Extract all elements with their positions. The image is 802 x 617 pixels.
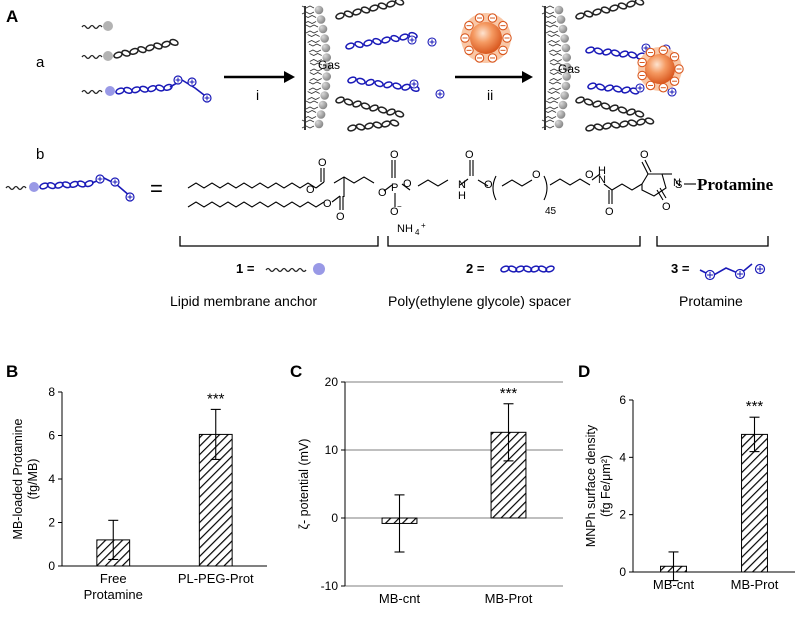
legend-key-1: 1 = [236, 261, 255, 276]
svg-text:N: N [598, 174, 606, 186]
svg-text:O: O [318, 157, 327, 169]
anchor-peg-molecule-icon [81, 38, 179, 61]
bar [741, 433, 768, 573]
legend-caption-2: Poly(ethylene glycole) spacer [388, 293, 571, 309]
y-tick-label: 10 [325, 443, 339, 457]
arrow-step-i-icon [224, 71, 295, 83]
svg-text:H: H [458, 190, 466, 202]
svg-text:O: O [306, 184, 315, 196]
gas-label-1: Gas [318, 58, 340, 72]
svg-text:O: O [378, 187, 387, 199]
panel-label-b-chart: B [6, 362, 18, 381]
panel-label-a: A [6, 7, 18, 26]
y-tick-label: 2 [48, 516, 55, 530]
anchor-molecule-icon [81, 21, 113, 31]
y-tick-label: 4 [48, 472, 55, 486]
category-label: Free [100, 571, 127, 586]
category-label: MB-Prot [485, 591, 533, 606]
equals-sign: = [150, 176, 163, 201]
lipid-anchor-icon [265, 267, 307, 273]
conjugate-molecule-icon [5, 174, 135, 202]
y-tick-label: 0 [331, 511, 338, 525]
legend-item-peg: 2 = Poly(ethylene glycole) spacer [388, 261, 571, 309]
chart-d: D 0 2 4 6MB-cnt *** MB-Prot MNPh surface densi… [578, 362, 795, 592]
y-axis-title: ζ- potential (mV) [297, 439, 311, 530]
svg-text:O: O [640, 149, 649, 161]
svg-text:O: O [662, 201, 671, 213]
y-tick-label: 8 [48, 385, 55, 399]
svg-text:O: O [390, 149, 399, 161]
legend-caption-3: Protamine [679, 293, 743, 309]
panel-label-d-chart: D [578, 362, 590, 381]
legend-key-3: 3 = [671, 261, 690, 276]
y-axis-title: MNPh surface density [584, 424, 598, 547]
magnetic-nanoparticle-icon [460, 13, 512, 63]
ammonium-charge: + [421, 221, 426, 230]
legend-caption-1: Lipid membrane anchor [170, 293, 317, 309]
panel-b: b = [5, 146, 774, 309]
svg-text:O: O [403, 178, 412, 190]
gas-label-2: Gas [558, 62, 580, 76]
sulfur-label: S [675, 179, 682, 191]
y-tick-label: 0 [619, 565, 626, 579]
y-tick-label: -10 [321, 579, 339, 593]
microbubble-shell-1: Gas [301, 0, 445, 132]
microbubble-shell-2: Gas [541, 0, 684, 132]
y-tick-label: 2 [619, 508, 626, 522]
svg-text:H: H [598, 165, 606, 177]
svg-text:O: O [585, 169, 594, 181]
legend-item-protamine: 3 = Protamine [671, 261, 766, 309]
step-ii-label: ii [487, 87, 493, 103]
category-label: PL-PEG-Prot [178, 571, 254, 586]
significance-label: *** [746, 398, 764, 415]
protamine-chem-label: Protamine [697, 175, 774, 194]
svg-text:O: O [336, 211, 345, 223]
significance-label: *** [500, 385, 518, 402]
svg-text:N: N [673, 177, 681, 189]
legend-brackets [179, 236, 769, 247]
protamine-icon [699, 263, 766, 281]
y-tick-label: 6 [48, 429, 55, 443]
svg-text:O: O [532, 169, 541, 181]
significance-label: *** [207, 390, 225, 407]
category-label: MB-cnt [379, 591, 421, 606]
y-tick-label: 0 [48, 559, 55, 573]
category-label: Protamine [84, 587, 143, 602]
anchor-head-icon [313, 263, 325, 275]
svg-text:P: P [391, 182, 398, 194]
y-axis-title: (fg Fe/μm²) [599, 455, 613, 517]
legend-key-2: 2 = [466, 261, 485, 276]
sub-label-a: a [36, 54, 45, 71]
panel-label-c-chart: C [290, 362, 302, 381]
anchor-peg-protamine-molecule-icon [81, 75, 212, 103]
y-tick-label: 20 [325, 375, 339, 389]
arrow-step-ii-icon [455, 71, 533, 83]
svg-text:O: O [605, 206, 614, 218]
chemical-structure-atom-labels: O O O O O O P O O − N H O O O O N H O O … [306, 149, 681, 223]
sub-label-b: b [36, 146, 44, 163]
ammonium-subscript: 4 [415, 228, 420, 237]
svg-text:N: N [458, 179, 466, 191]
peg-spacer-icon [500, 265, 555, 273]
svg-text:−: − [397, 202, 402, 211]
svg-text:O: O [484, 179, 493, 191]
y-axis-title: MB-loaded Protamine [11, 419, 25, 540]
y-tick-label: 4 [619, 450, 626, 464]
legend-item-anchor: 1 = Lipid membrane anchor [170, 261, 325, 309]
svg-text:O: O [390, 206, 399, 218]
chemical-structure [187, 159, 672, 210]
step-i-label: i [256, 87, 259, 103]
y-tick-label: 6 [619, 393, 626, 407]
svg-text:O: O [465, 149, 474, 161]
panel-a: A a i [6, 0, 684, 132]
category-label: MB-Prot [731, 577, 779, 592]
ammonium-label: NH [397, 223, 413, 235]
category-label: MB-cnt [653, 577, 695, 592]
peg-repeat-count: 45 [545, 206, 557, 217]
y-axis-title: (fg/MB) [26, 459, 40, 500]
svg-text:O: O [323, 198, 332, 210]
